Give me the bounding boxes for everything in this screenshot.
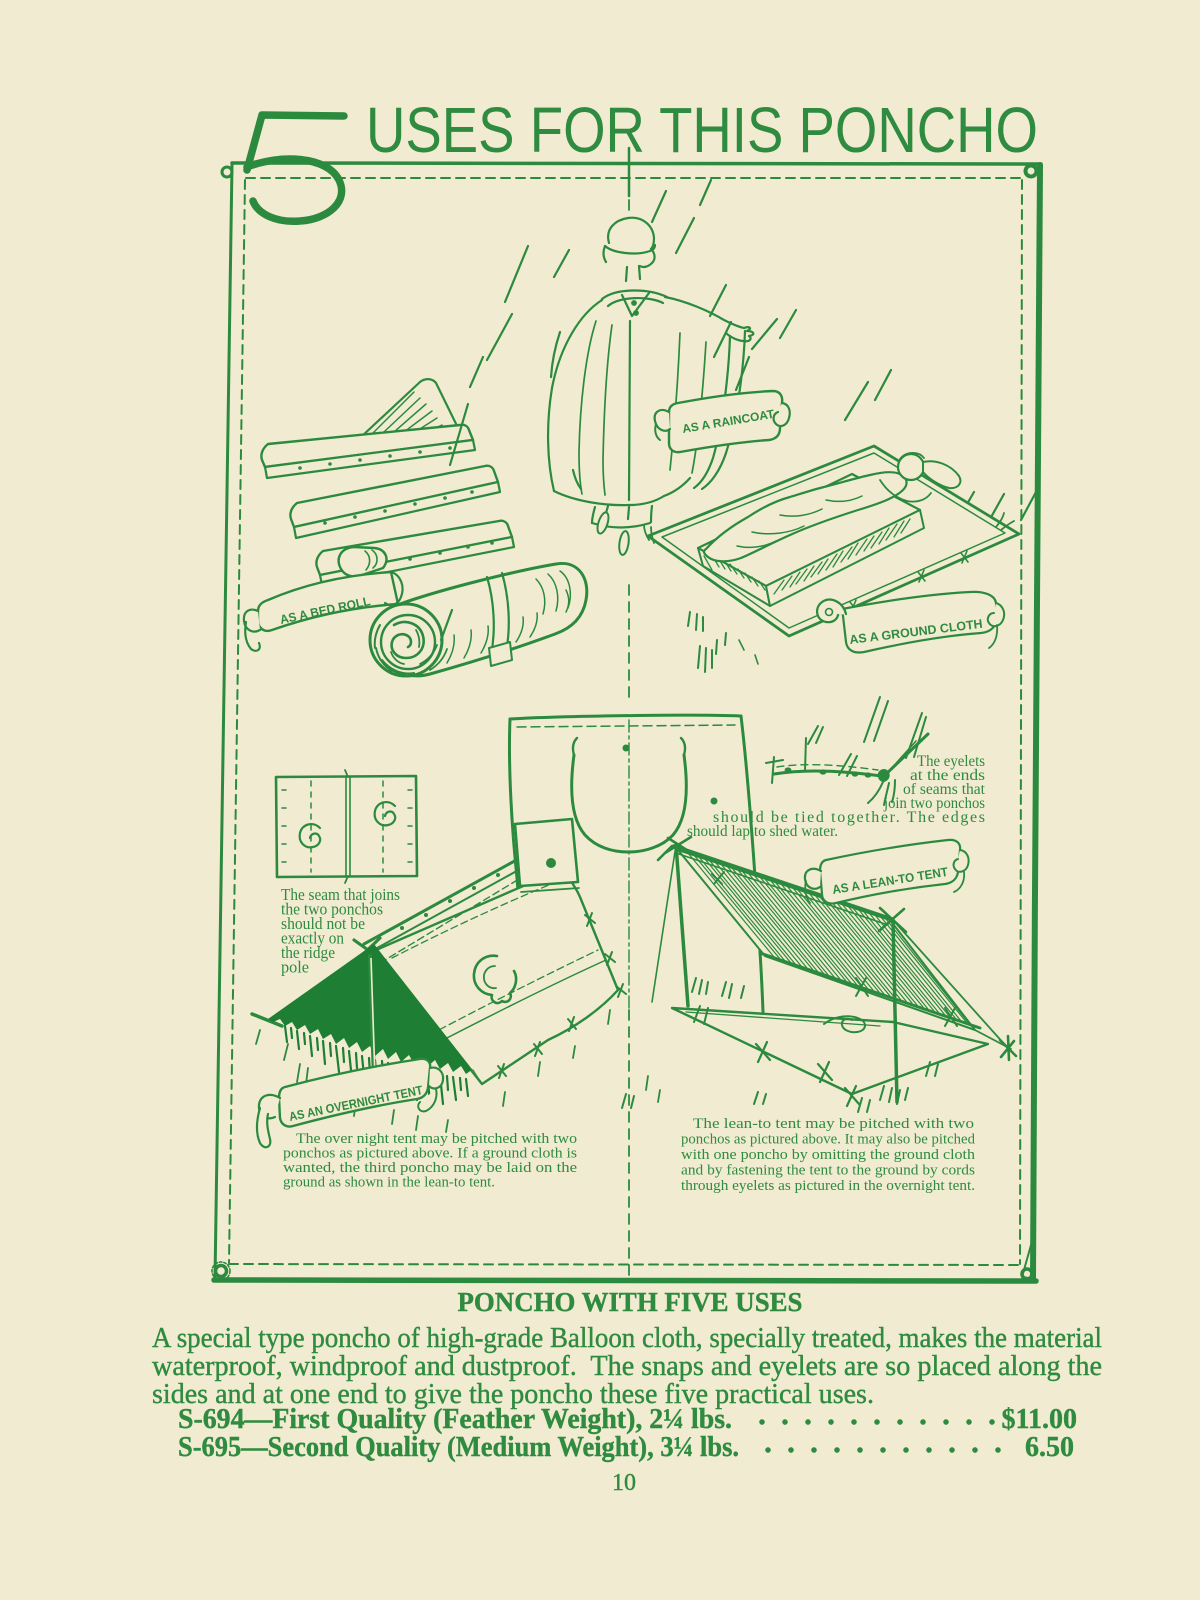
svg-text:6.50: 6.50 <box>1025 1432 1074 1463</box>
svg-text:S-694—First Quality (Feather W: S-694—First Quality (Feather Weight), 2¼… <box>178 1404 732 1435</box>
svg-text:10: 10 <box>612 1470 636 1496</box>
svg-text:USES FOR THIS PONCHO: USES FOR THIS PONCHO <box>366 94 1038 166</box>
svg-text:A special type poncho of high-: A special type poncho of high-grade Ball… <box>152 1323 1102 1354</box>
svg-text:ground as shown in the lean-to: ground as shown in the lean-to tent. <box>283 1175 495 1191</box>
svg-text:at the ends: at the ends <box>910 767 985 784</box>
svg-text:The eyelets: The eyelets <box>917 753 985 770</box>
svg-text:The lean-to tent may be pitche: The lean-to tent may be pitched with two <box>693 1116 974 1132</box>
svg-text:the two ponchos: the two ponchos <box>281 900 383 919</box>
svg-text:PONCHO WITH FIVE USES: PONCHO WITH FIVE USES <box>458 1287 803 1317</box>
svg-text:The over night tent may be pit: The over night tent may be pitched with … <box>296 1131 577 1147</box>
svg-text:join two ponchos: join two ponchos <box>883 795 985 812</box>
svg-text:should not be: should not be <box>281 914 365 933</box>
svg-text:and by fastening the tent to t: and by fastening the tent to the ground … <box>681 1163 975 1179</box>
svg-text:ponchos as pictured above. If: ponchos as pictured above. If a ground c… <box>283 1146 577 1162</box>
svg-text:wanted, the third poncho may b: wanted, the third poncho may be laid on … <box>283 1160 577 1176</box>
svg-text:$11.00: $11.00 <box>1002 1404 1077 1435</box>
svg-text:the ridge: the ridge <box>281 943 335 962</box>
svg-text:exactly on: exactly on <box>281 929 344 948</box>
svg-text:should lap to shed water.: should lap to shed water. <box>687 823 838 840</box>
svg-text:of seams that: of seams that <box>903 781 986 798</box>
svg-text:pole: pole <box>281 958 309 977</box>
svg-text:waterproof, windproof and dust: waterproof, windproof and dustproof. The… <box>152 1351 1102 1382</box>
svg-text:with one poncho by omitting th: with one poncho by omitting the ground c… <box>681 1147 976 1163</box>
svg-text:The seam that joins: The seam that joins <box>281 885 400 904</box>
svg-text:through eyelets as pictured in: through eyelets as pictured in the overn… <box>681 1178 975 1194</box>
svg-text:S-695—Second Quality (Medium W: S-695—Second Quality (Medium Weight), 3¼… <box>178 1432 739 1463</box>
svg-text:ponchos as pictured above. It: ponchos as pictured above. It may also b… <box>681 1132 976 1148</box>
svg-text:sides and at one end to give t: sides and at one end to give the poncho … <box>152 1379 874 1410</box>
